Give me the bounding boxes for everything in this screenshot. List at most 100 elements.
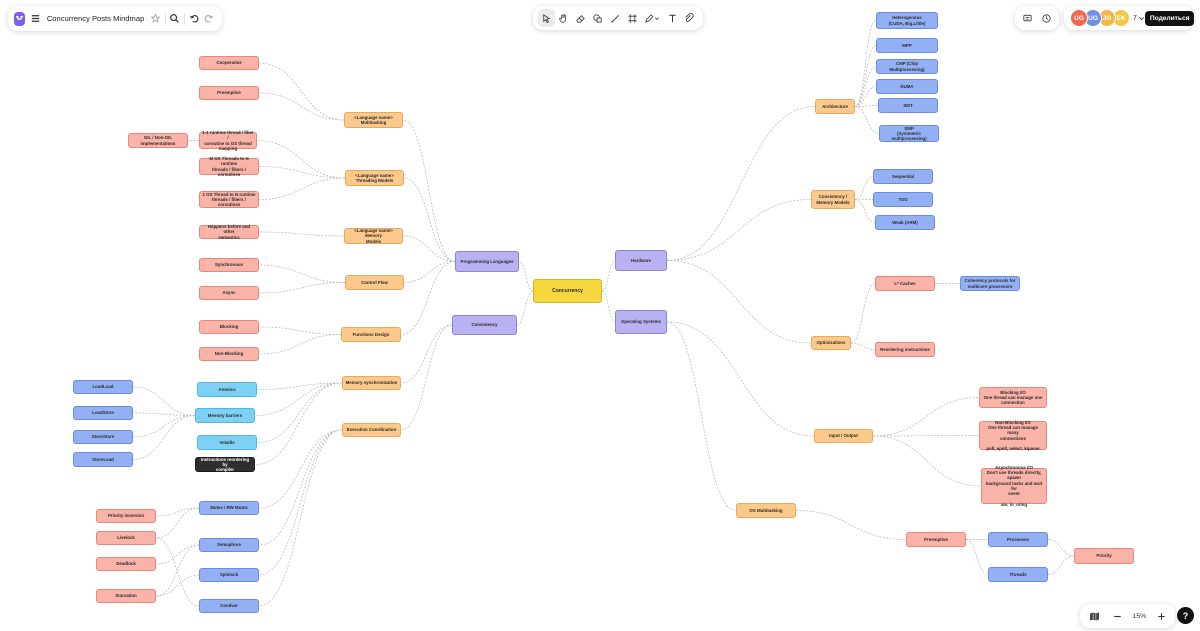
node-barriers[interactable]: Memory barriers (195, 408, 255, 423)
history-button[interactable] (1038, 9, 1056, 27)
node-functions[interactable]: Functions Design (341, 327, 401, 342)
eraser-tool[interactable] (572, 9, 589, 27)
minimap-button[interactable] (1085, 607, 1103, 625)
edge-execcoord-semaphore (258, 429, 343, 546)
zoom-out-button[interactable] (1109, 607, 1127, 625)
sticker-tool[interactable] (681, 9, 698, 27)
edge-concurrency-consistency (516, 290, 534, 326)
node-preemptive[interactable]: Preemptive (199, 86, 259, 100)
node-coherency[interactable]: Coherency protocols for multicore proces… (960, 276, 1020, 291)
node-sync[interactable]: Synchronous (199, 258, 259, 272)
search-button[interactable] (168, 10, 183, 28)
node-sequential[interactable]: Sequential (873, 169, 933, 184)
node-os[interactable]: Operating Systems (615, 310, 667, 334)
node-ospreempt[interactable]: Preemptive (906, 532, 966, 547)
undo-button[interactable] (187, 10, 202, 28)
node-deadlock[interactable]: Deadlock (96, 557, 156, 571)
menu-button[interactable] (28, 10, 43, 28)
node-volatile[interactable]: Volatile (197, 435, 257, 450)
node-weak[interactable]: Weak (ARM) (875, 215, 935, 230)
help-button[interactable]: ? (1177, 607, 1194, 624)
pointer-tool[interactable] (538, 9, 556, 27)
node-threads[interactable]: Threads (988, 567, 1048, 582)
redo-button[interactable] (201, 10, 216, 28)
frame-tool[interactable] (624, 9, 641, 27)
chevron-down-icon[interactable] (1138, 15, 1145, 22)
node-processes[interactable]: Processes (988, 532, 1048, 547)
node-reorder[interactable]: Instructions reordering by compiler (195, 457, 255, 472)
node-consistency[interactable]: Consistency (452, 315, 517, 335)
node-memmodels[interactable]: <Language name> Memory Models (344, 228, 403, 244)
text-icon (669, 14, 676, 22)
zoom-level[interactable]: 15% (1132, 612, 1147, 620)
node-mutex[interactable]: Mutex / RW Mutex (199, 501, 259, 515)
node-optimizations[interactable]: Optimizations (811, 336, 851, 350)
node-numa[interactable]: NUMA (876, 79, 938, 94)
sticker-icon (685, 12, 694, 22)
node-happens[interactable]: Happens before and other semantics (199, 224, 259, 240)
board-title[interactable]: Concurrency Posts Mindmap (46, 14, 145, 23)
node-nonblocking[interactable]: Non-Blocking (199, 347, 259, 361)
avatar[interactable]: UG (1070, 9, 1088, 27)
node-multitasking[interactable]: <Language name> Multitasking (344, 112, 403, 128)
node-prog[interactable]: Programming Languages (455, 251, 519, 272)
node-tso[interactable]: TSO (873, 192, 933, 207)
node-hardware[interactable]: Hardware (615, 250, 667, 271)
node-cmp[interactable]: CMP (Chip Multiprocessing) (876, 59, 938, 74)
node-cmm[interactable]: Consistency / Memory Models (811, 190, 855, 209)
node-spinlock[interactable]: Spinlock (199, 568, 259, 582)
shapes-tool[interactable] (589, 9, 606, 27)
plus-icon (1157, 612, 1165, 620)
node-execcoord[interactable]: Execution Coordination (342, 423, 401, 437)
node-one2one[interactable]: 1-1 runtime thread / fiber / coroutine t… (199, 130, 257, 151)
node-io[interactable]: Input / Output (814, 429, 873, 443)
node-mton[interactable]: M OS Threads to N runtime threads / fibe… (199, 156, 259, 177)
frame-icon (628, 13, 637, 23)
app-logo[interactable] (14, 11, 26, 26)
node-condvar[interactable]: Condvar (199, 599, 259, 613)
hand-tool[interactable] (555, 9, 572, 27)
node-caches[interactable]: L* Caches (875, 276, 935, 291)
node-loadload[interactable]: LoadLoad (73, 380, 133, 394)
node-memsync[interactable]: Memory synchronization (342, 376, 401, 390)
node-blocking[interactable]: Blocking (199, 320, 259, 334)
node-gil[interactable]: GIL / Non-GIL implementations (128, 133, 188, 148)
favorite-button[interactable] (148, 10, 163, 28)
node-storestore[interactable]: StoreStore (73, 430, 133, 444)
node-architecture[interactable]: Architecture (815, 99, 855, 114)
node-semaphore[interactable]: Semaphore (199, 538, 259, 552)
node-priority[interactable]: Priority (1074, 548, 1134, 564)
node-nonblockingio[interactable]: Non-Blocking I/O One thread can manage m… (979, 420, 1047, 451)
node-loadstore[interactable]: LoadStore (73, 406, 133, 420)
node-atomics[interactable]: Atomics (197, 382, 257, 397)
node-blockingio[interactable]: Blocking I/O One thread can manage one c… (979, 387, 1047, 408)
share-button[interactable]: Поделиться (1144, 10, 1195, 26)
node-oneton[interactable]: 1 OS Thread to N runtime threads / fiber… (199, 191, 259, 208)
node-osmulti[interactable]: OS Multitasking (736, 503, 796, 518)
node-storeload[interactable]: StoreLoad (73, 452, 133, 467)
edge-io-blockingio (872, 397, 980, 437)
node-async[interactable]: Async (199, 286, 259, 300)
node-cooperative[interactable]: Cooperative (199, 56, 259, 70)
node-mpp[interactable]: MPP (876, 38, 938, 53)
zoom-in-button[interactable] (1152, 607, 1170, 625)
node-reordering[interactable]: Reordering instructions (875, 342, 935, 357)
node-concurrency[interactable]: Concurrency (533, 279, 602, 303)
node-asyncio[interactable]: Asynchronous I/O Don't use threads direc… (981, 465, 1047, 507)
pen-tool[interactable] (641, 9, 664, 27)
line-tool[interactable] (607, 9, 624, 27)
node-controlflow[interactable]: Control Flow (345, 275, 404, 290)
edge-architecture-smp (854, 106, 880, 134)
node-smt[interactable]: SMT (878, 98, 938, 113)
node-hetero[interactable]: Heterogenous (CUDA, Big.Little) (876, 12, 938, 29)
node-smp[interactable]: SMP (Symmetric multiprocessing) (879, 125, 939, 142)
comments-button[interactable] (1019, 9, 1037, 27)
node-threading[interactable]: <Language name> Threading Models (345, 170, 404, 186)
node-prioinv[interactable]: Priority inversion (96, 509, 156, 523)
node-starvation[interactable]: Starvation (96, 589, 156, 603)
collaborator-count[interactable]: 7 (1133, 14, 1137, 22)
node-livelock[interactable]: Livelock (96, 531, 156, 545)
text-tool[interactable] (664, 9, 681, 27)
